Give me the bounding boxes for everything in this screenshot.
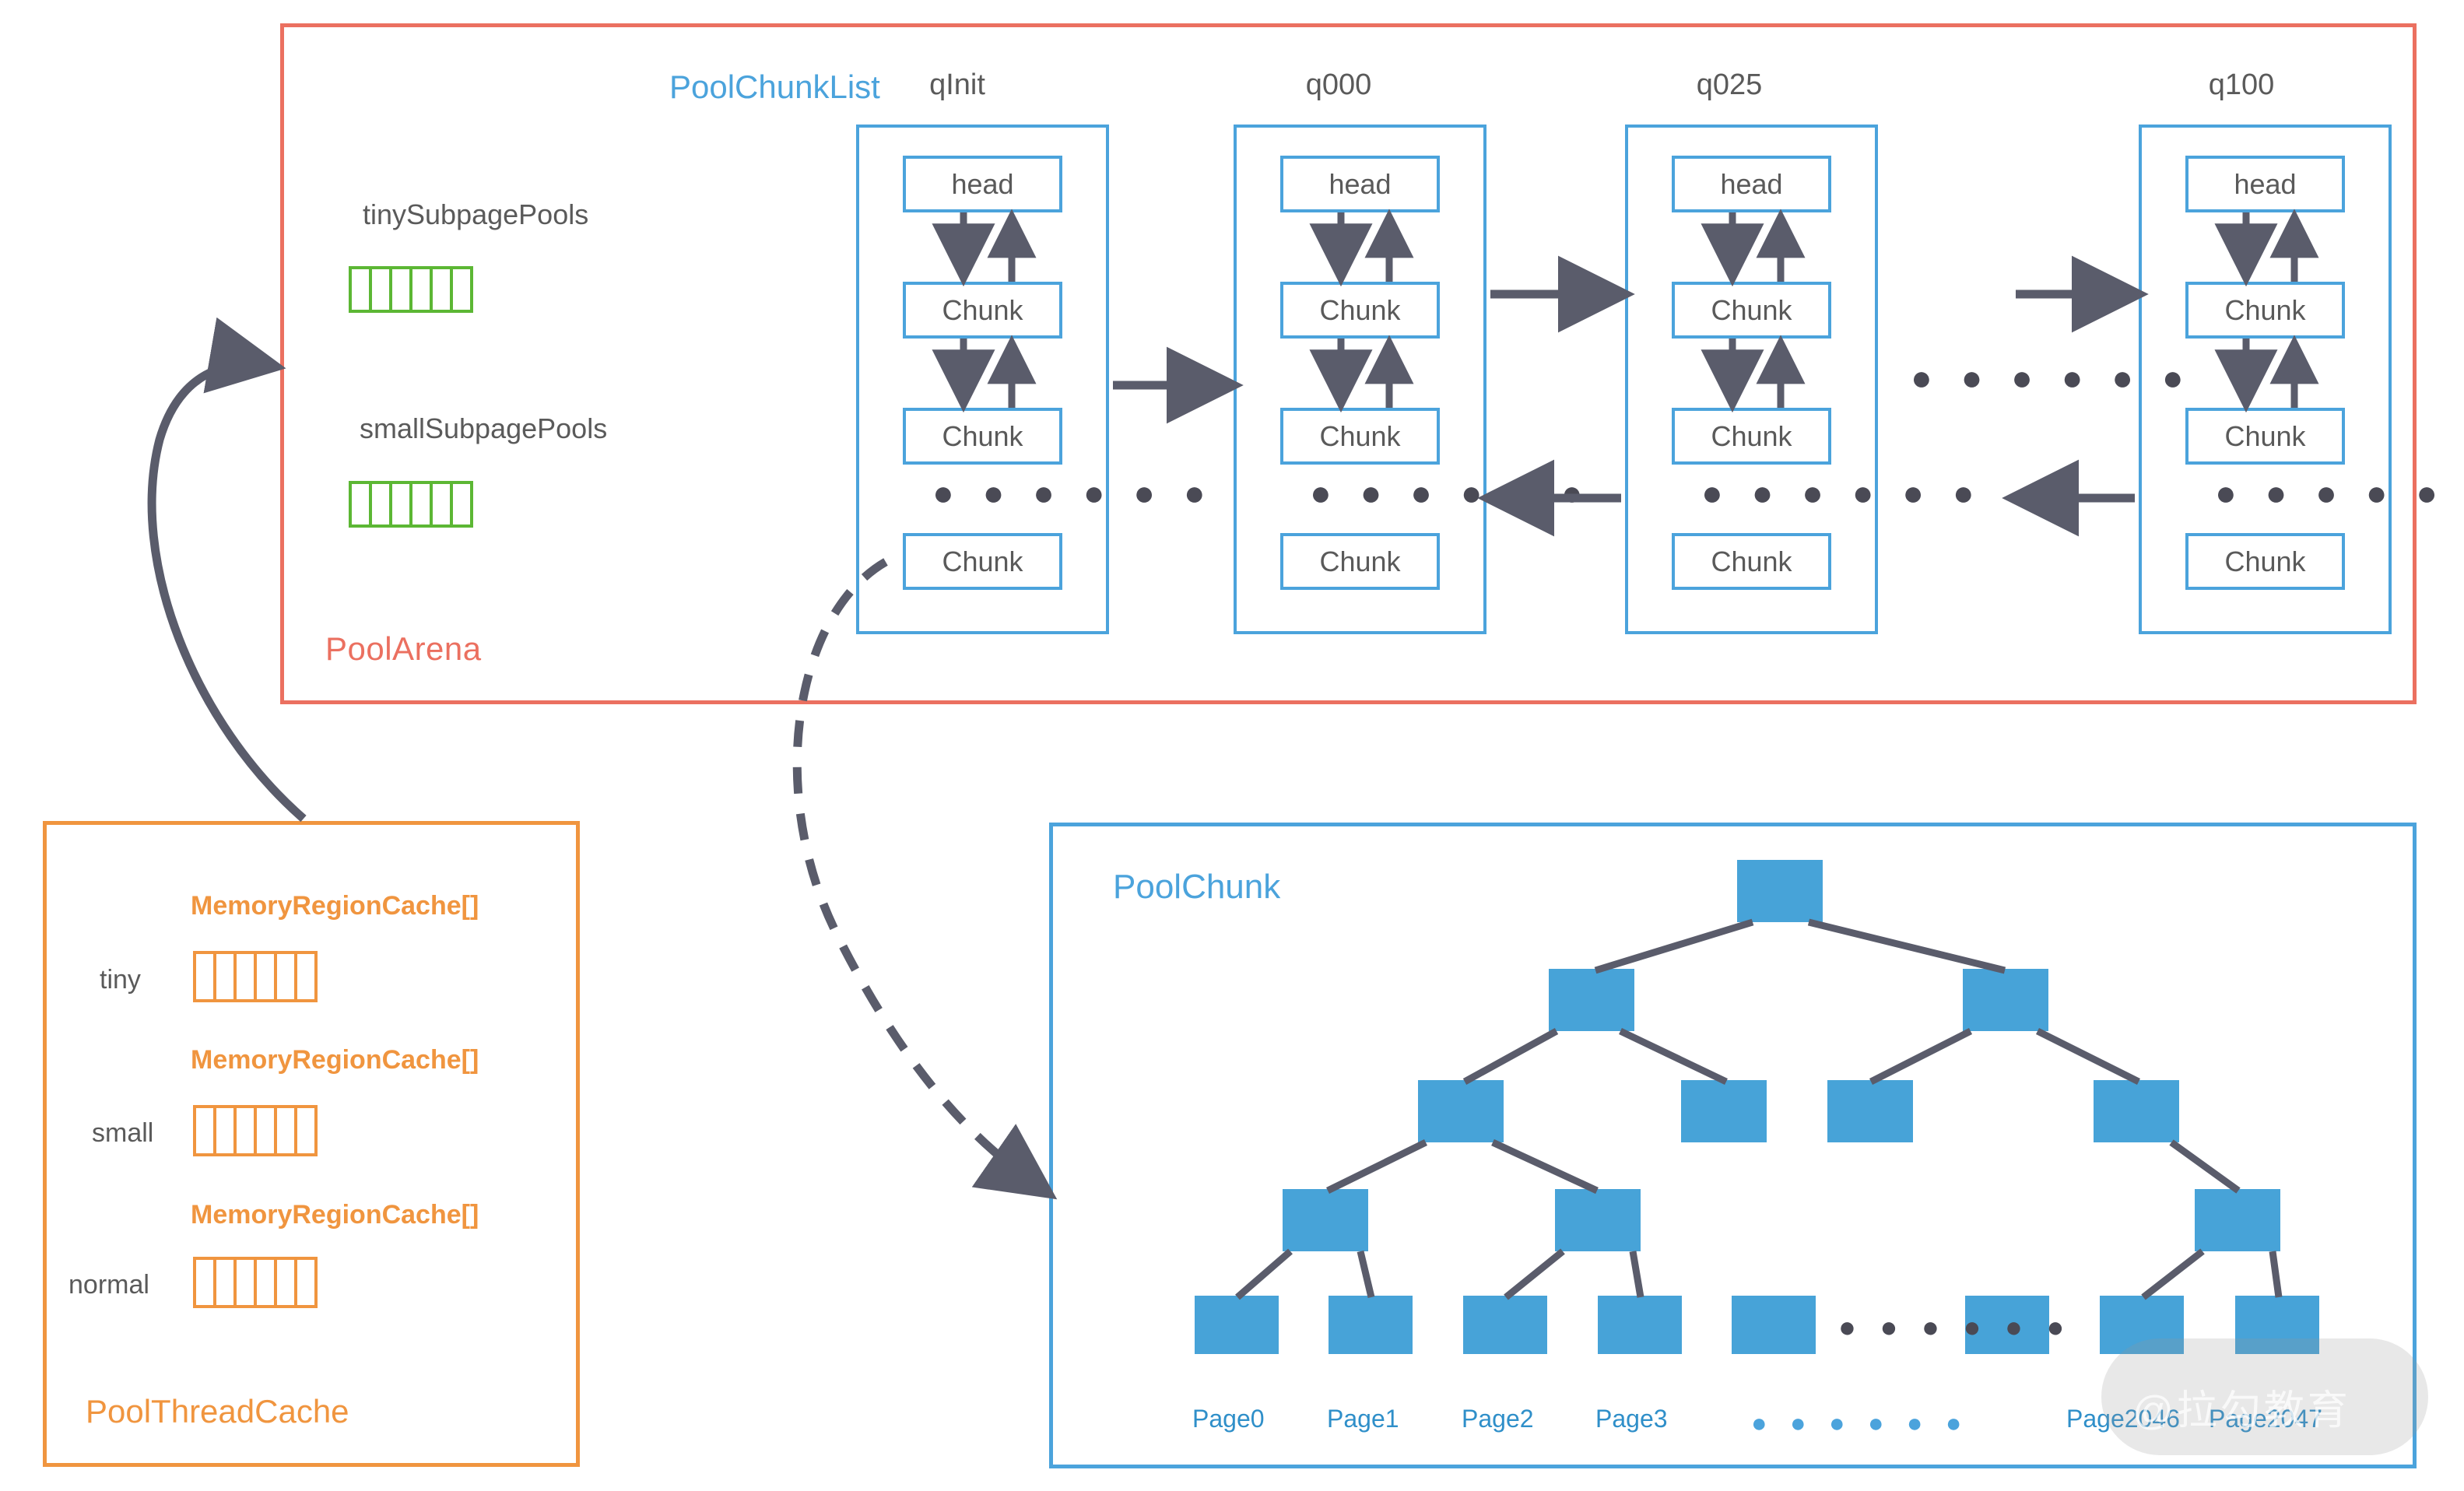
tree-node — [1418, 1080, 1504, 1142]
tree-node — [1681, 1080, 1767, 1142]
tree-leaf — [1732, 1296, 1816, 1354]
page-label-2047: Page2047 — [2209, 1405, 2322, 1433]
array-cell — [294, 1105, 318, 1156]
tree-node — [2094, 1080, 2179, 1142]
node-head: head — [2185, 156, 2345, 212]
column-ellipsis: ● ● ● ● ● ● — [1701, 472, 1984, 513]
column-ellipsis: ● ● ● ● ● ● — [932, 472, 1215, 513]
page-label-3: Page3 — [1595, 1405, 1668, 1433]
pool-chunk-label: PoolChunk — [1113, 868, 1281, 906]
node-chunk: Chunk — [1280, 408, 1440, 465]
node-chunk: Chunk — [903, 282, 1062, 339]
memory-region-cache-array-small — [193, 1105, 318, 1156]
array-cell — [294, 1257, 318, 1308]
pool-chunk-list-label: PoolChunkList — [669, 68, 880, 105]
page-label-2: Page2 — [1462, 1405, 1534, 1433]
column-title-q100: q100 — [2208, 68, 2275, 101]
page-label-2046: Page2046 — [2066, 1405, 2180, 1433]
pool-thread-cache-label: PoolThreadCache — [86, 1393, 349, 1430]
small-subpage-pools-title: smallSubpagePools — [360, 412, 608, 444]
column-ellipsis: ● ● ● ● ● ● — [2215, 472, 2464, 513]
node-head: head — [903, 156, 1062, 212]
watermark-pill — [2101, 1338, 2428, 1455]
tree-leaf-page2047 — [2235, 1296, 2319, 1354]
node-head: head — [1672, 156, 1831, 212]
page-label-1: Page1 — [1327, 1405, 1399, 1433]
node-chunk: Chunk — [2185, 533, 2345, 590]
tree-leaf-page3 — [1598, 1296, 1682, 1354]
node-chunk: Chunk — [2185, 408, 2345, 465]
memory-region-cache-title: MemoryRegionCache[] — [191, 1045, 479, 1075]
node-chunk: Chunk — [903, 408, 1062, 465]
tiny-subpage-pools-title: tinySubpagePools — [363, 198, 589, 230]
columns-gap-ellipsis: ● ● ● ● ● ● — [1911, 357, 2193, 398]
memory-region-cache-array-normal — [193, 1257, 318, 1308]
tree-node — [1549, 969, 1634, 1031]
column-title-qinit: qInit — [929, 68, 985, 101]
array-cell — [294, 951, 318, 1002]
column-title-q025: q025 — [1696, 68, 1763, 101]
node-chunk: Chunk — [2185, 282, 2345, 339]
row-label-small: small — [92, 1118, 154, 1148]
tree-node — [1963, 969, 2048, 1031]
column-title-q000: q000 — [1305, 68, 1372, 101]
node-chunk: Chunk — [903, 533, 1062, 590]
small-subpage-pools-array — [349, 481, 473, 528]
pool-thread-cache-container — [43, 821, 580, 1467]
tree-leaf-page2 — [1463, 1296, 1547, 1354]
node-chunk: Chunk — [1672, 282, 1831, 339]
watermark-text: @拉勾教育 — [2132, 1388, 2351, 1433]
array-cell — [450, 266, 473, 313]
tiny-subpage-pools-array — [349, 266, 473, 313]
memory-region-cache-array-tiny — [193, 951, 318, 1002]
tree-node — [1283, 1189, 1368, 1251]
pool-arena-label: PoolArena — [325, 630, 482, 667]
tree-leaf-page0 — [1195, 1296, 1279, 1354]
tree-node — [1555, 1189, 1641, 1251]
column-ellipsis: ● ● ● ● ● ● — [1310, 472, 1592, 513]
page-label-ellipsis: ● ● ● ● ● ● — [1751, 1409, 1970, 1438]
memory-region-cache-title: MemoryRegionCache[] — [191, 1200, 479, 1230]
memory-region-cache-title: MemoryRegionCache[] — [191, 891, 479, 921]
row-label-tiny: tiny — [100, 965, 141, 995]
node-chunk: Chunk — [1672, 408, 1831, 465]
node-chunk: Chunk — [1672, 533, 1831, 590]
tree-leaf-page1 — [1329, 1296, 1413, 1354]
tree-node — [2195, 1189, 2280, 1251]
node-chunk: Chunk — [1280, 282, 1440, 339]
node-head: head — [1280, 156, 1440, 212]
tree-leaf — [1965, 1296, 2049, 1354]
tree-node-root — [1737, 860, 1823, 922]
node-chunk: Chunk — [1280, 533, 1440, 590]
tree-node — [1827, 1080, 1913, 1142]
array-cell — [450, 481, 473, 528]
row-label-normal: normal — [68, 1270, 149, 1300]
leaf-row-ellipsis: ● ● ● ● ● ● — [1838, 1311, 2073, 1344]
page-label-0: Page0 — [1192, 1405, 1265, 1433]
tree-leaf-page2046 — [2100, 1296, 2184, 1354]
